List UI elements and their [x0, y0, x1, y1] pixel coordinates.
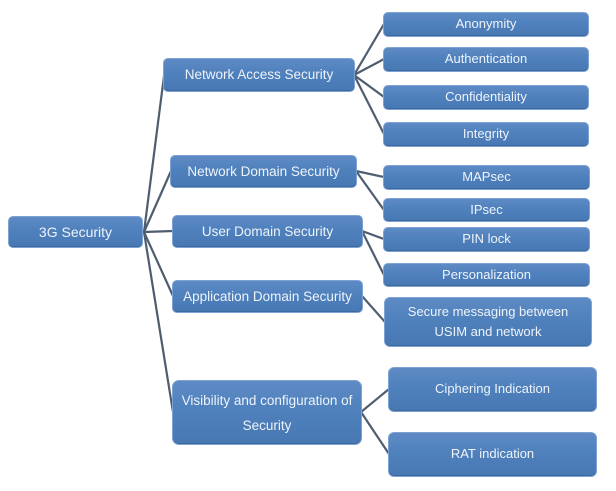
connector-nds-mapsec — [354, 169, 386, 179]
node-network-domain-security: Network Domain Security — [170, 155, 357, 188]
connector-vis-rat — [359, 410, 391, 456]
connector-nas-confidentiality — [352, 73, 386, 99]
connector-vis-ciphering — [359, 387, 391, 414]
connector-nas-integrity — [352, 73, 386, 136]
connector-root-user-domain — [142, 229, 175, 234]
connector-uds-personalization — [360, 229, 386, 277]
node-pin-lock: PIN lock — [383, 227, 590, 252]
node-rat-indication: RAT indication — [388, 432, 597, 477]
node-user-domain-security: User Domain Security — [172, 215, 363, 248]
connector-nds-ipsec — [354, 169, 386, 212]
connector-nas-authentication — [352, 57, 386, 77]
node-ipsec: IPsec — [383, 198, 590, 222]
node-application-domain-security: Application Domain Security — [172, 280, 363, 313]
node-personalization: Personalization — [383, 263, 590, 287]
connector-root-network-access — [142, 74, 166, 234]
node-mapsec: MAPsec — [383, 165, 590, 190]
node-network-access-security: Network Access Security — [163, 58, 355, 92]
connector-root-application-domain — [142, 230, 175, 298]
connector-root-network-domain — [142, 169, 173, 234]
node-visibility-and-configuration: Visibility and configuration of Security — [172, 380, 362, 445]
connector-uds-pin-lock — [360, 229, 386, 241]
node-3g-security: 3G Security — [8, 216, 143, 248]
connector-ads-secure-messaging — [360, 294, 387, 324]
node-secure-messaging: Secure messaging between USIM and networ… — [384, 297, 592, 347]
node-confidentiality: Confidentiality — [383, 85, 589, 110]
node-ciphering-indication: Ciphering Indication — [388, 367, 597, 412]
node-integrity: Integrity — [383, 122, 589, 147]
node-authentication: Authentication — [383, 47, 589, 72]
connector-nas-anonymity — [352, 22, 386, 77]
node-anonymity: Anonymity — [383, 12, 589, 37]
connector-root-visibility — [142, 230, 175, 414]
